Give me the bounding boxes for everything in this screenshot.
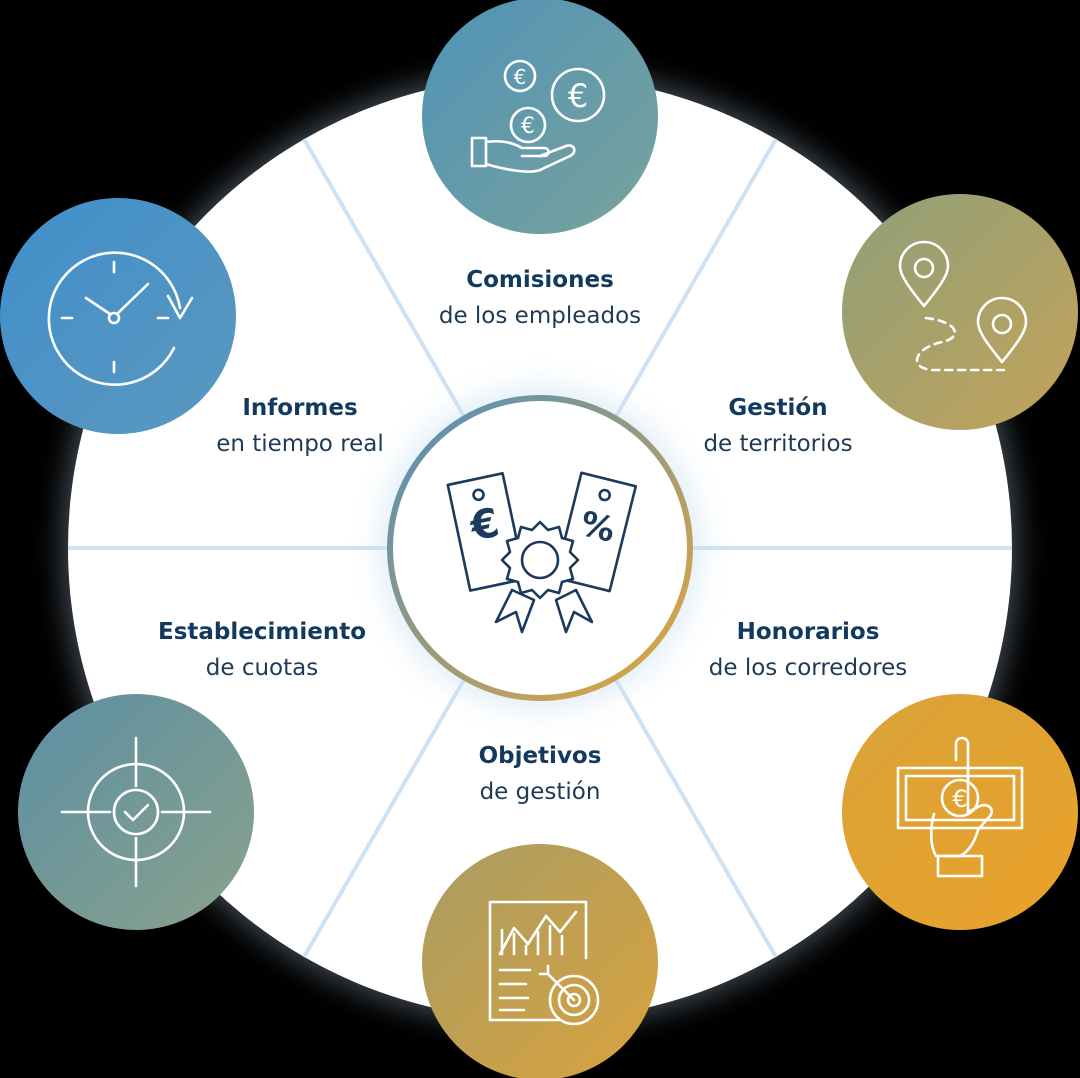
label-informes: Informes en tiempo real bbox=[160, 390, 440, 462]
bubble-honorarios: € bbox=[842, 694, 1078, 930]
svg-text:€: € bbox=[568, 77, 588, 115]
bubble-cuotas-circle bbox=[18, 694, 254, 930]
bubble-cuotas bbox=[18, 694, 254, 930]
hand-banknote-euro-icon: € bbox=[896, 736, 1024, 878]
hand-coins-euro-icon: € € € bbox=[470, 59, 606, 173]
label-honorarios-title: Honorarios bbox=[736, 619, 880, 645]
bubble-informes bbox=[0, 198, 236, 434]
label-cuotas: Establecimiento de cuotas bbox=[122, 614, 402, 686]
label-gestion: Gestión de territorios bbox=[638, 390, 918, 462]
svg-text:€: € bbox=[521, 114, 535, 139]
label-cuotas-title: Establecimiento bbox=[158, 619, 366, 645]
clock-refresh-icon bbox=[47, 251, 194, 386]
bubble-honorarios-circle bbox=[842, 694, 1078, 930]
svg-text:€: € bbox=[952, 785, 967, 813]
label-comisiones: Comisiones de los empleados bbox=[400, 262, 680, 334]
label-honorarios: Honorarios de los corredores bbox=[668, 614, 948, 686]
map-route-pins-icon bbox=[898, 240, 1028, 372]
label-cuotas-subtitle: de cuotas bbox=[205, 655, 319, 681]
label-informes-subtitle: en tiempo real bbox=[216, 431, 384, 457]
crosshair-check-icon bbox=[60, 736, 212, 888]
label-objetivos-title: Objetivos bbox=[478, 743, 602, 769]
label-comisiones-subtitle: de los empleados bbox=[438, 303, 642, 329]
label-gestion-subtitle: de territorios bbox=[703, 431, 853, 457]
label-informes-title: Informes bbox=[242, 395, 358, 421]
label-comisiones-title: Comisiones bbox=[466, 267, 614, 293]
report-chart-target-icon bbox=[488, 900, 600, 1026]
bubble-comisiones: € € € bbox=[422, 0, 658, 234]
label-objetivos: Objetivos de gestión bbox=[400, 738, 680, 810]
label-honorarios-subtitle: de los corredores bbox=[708, 655, 908, 681]
bubble-comisiones-circle bbox=[422, 0, 658, 234]
label-objetivos-subtitle: de gestión bbox=[479, 779, 601, 805]
bubble-gestion-circle bbox=[842, 194, 1078, 430]
bubble-objetivos bbox=[422, 844, 658, 1078]
bubble-gestion bbox=[842, 194, 1078, 430]
bubble-objetivos-circle bbox=[422, 844, 658, 1078]
svg-text:€: € bbox=[514, 65, 527, 89]
price-tags-euro-percent-badge-icon: € % bbox=[446, 471, 638, 634]
label-gestion-title: Gestión bbox=[728, 395, 828, 421]
